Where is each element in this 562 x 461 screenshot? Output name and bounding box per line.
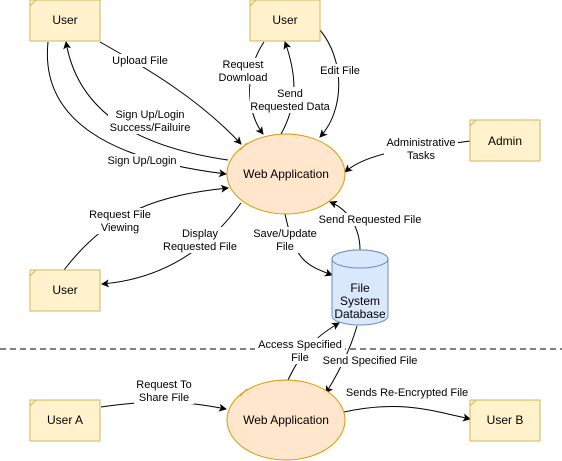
label-send-specified-file: Send Specified File [320, 354, 420, 367]
svg-text:Share File: Share File [139, 392, 189, 404]
user-b-label: User B [487, 413, 524, 427]
svg-text:Sign Up/Login: Sign Up/Login [115, 109, 184, 121]
label-request-to-share: Request To Share File [134, 378, 194, 404]
edge-send-requested-data [280, 41, 295, 135]
label-access-specified-file: Access Specified File [255, 338, 345, 364]
label-upload-file: Upload File [110, 54, 170, 67]
admin-node: Admin [469, 119, 541, 162]
svg-text:Sign Up/Login: Sign Up/Login [107, 155, 176, 167]
label-request-download: Request Download [218, 58, 268, 84]
label-sends-reencrypted: Sends Re-Encrypted File [342, 386, 472, 399]
svg-text:Tasks: Tasks [407, 150, 436, 162]
svg-text:Send Specified File: Send Specified File [323, 355, 418, 367]
user-top-mid-label: User [272, 13, 297, 27]
db-label-line-3: Database [334, 307, 386, 321]
web-app-main-node: Web Application [226, 133, 346, 215]
svg-text:Access Specified: Access Specified [258, 339, 342, 351]
label-admin-tasks: Administrative Tasks [384, 136, 458, 162]
svg-text:Request To: Request To [136, 379, 191, 391]
user-a-label: User A [47, 413, 83, 427]
svg-text:Save/Update: Save/Update [253, 228, 317, 240]
svg-text:Upload File: Upload File [112, 55, 168, 67]
label-signup-login: Sign Up/Login [104, 154, 180, 167]
svg-text:Request File: Request File [89, 209, 151, 221]
user-b-node: User B [469, 399, 541, 442]
svg-text:Administrative: Administrative [386, 137, 455, 149]
web-app-share-node: Web Application [226, 379, 346, 461]
web-app-share-label: Web Application [243, 413, 329, 427]
svg-text:Download: Download [219, 72, 268, 84]
label-save-update-file: Save/Update File [252, 227, 318, 253]
label-edit-file: Edit File [318, 64, 362, 77]
svg-text:Viewing: Viewing [101, 222, 139, 234]
edge-edit-file [319, 29, 340, 138]
svg-text:Requested Data: Requested Data [250, 101, 330, 113]
label-send-requested-file: Send Requested File [316, 213, 424, 226]
svg-text:Edit File: Edit File [320, 65, 360, 77]
svg-text:Success/Failuire: Success/Failuire [110, 122, 191, 134]
edge-display-requested-file [101, 202, 242, 288]
user-bottom-left-node: User [29, 269, 101, 312]
svg-text:Display: Display [182, 228, 219, 240]
user-bottom-left-label: User [52, 283, 77, 297]
db-label-line-1: File [350, 281, 370, 295]
svg-text:Sends Re-Encrypted File: Sends Re-Encrypted File [346, 387, 468, 399]
label-send-requested-data: Send Requested Data [250, 87, 331, 113]
user-top-mid-node: User [249, 0, 321, 42]
edge-save-update-file [284, 213, 333, 277]
user-top-left-label: User [52, 13, 77, 27]
svg-text:File: File [276, 241, 294, 253]
admin-label: Admin [488, 134, 522, 148]
svg-text:File: File [291, 352, 309, 364]
edge-upload-file [99, 41, 242, 145]
database-node: File System Database [331, 249, 389, 326]
edge-signup-login [46, 41, 227, 178]
svg-text:Send Requested File: Send Requested File [319, 214, 422, 226]
label-signup-result: Sign Up/Login Success/Failuire [108, 108, 192, 134]
web-app-main-label: Web Application [243, 167, 329, 181]
user-top-left-node: User [29, 0, 101, 42]
user-a-node: User A [29, 399, 101, 442]
edge-sends-reencrypted [343, 405, 471, 422]
db-label-line-2: System [340, 294, 380, 308]
label-request-file-viewing: Request File Viewing [88, 208, 152, 234]
svg-text:Send: Send [277, 88, 303, 100]
edge-request-download [249, 41, 265, 135]
svg-text:Requested File: Requested File [163, 241, 237, 253]
svg-text:Request: Request [223, 59, 264, 71]
label-display-requested-file: Display Requested File [160, 227, 240, 253]
